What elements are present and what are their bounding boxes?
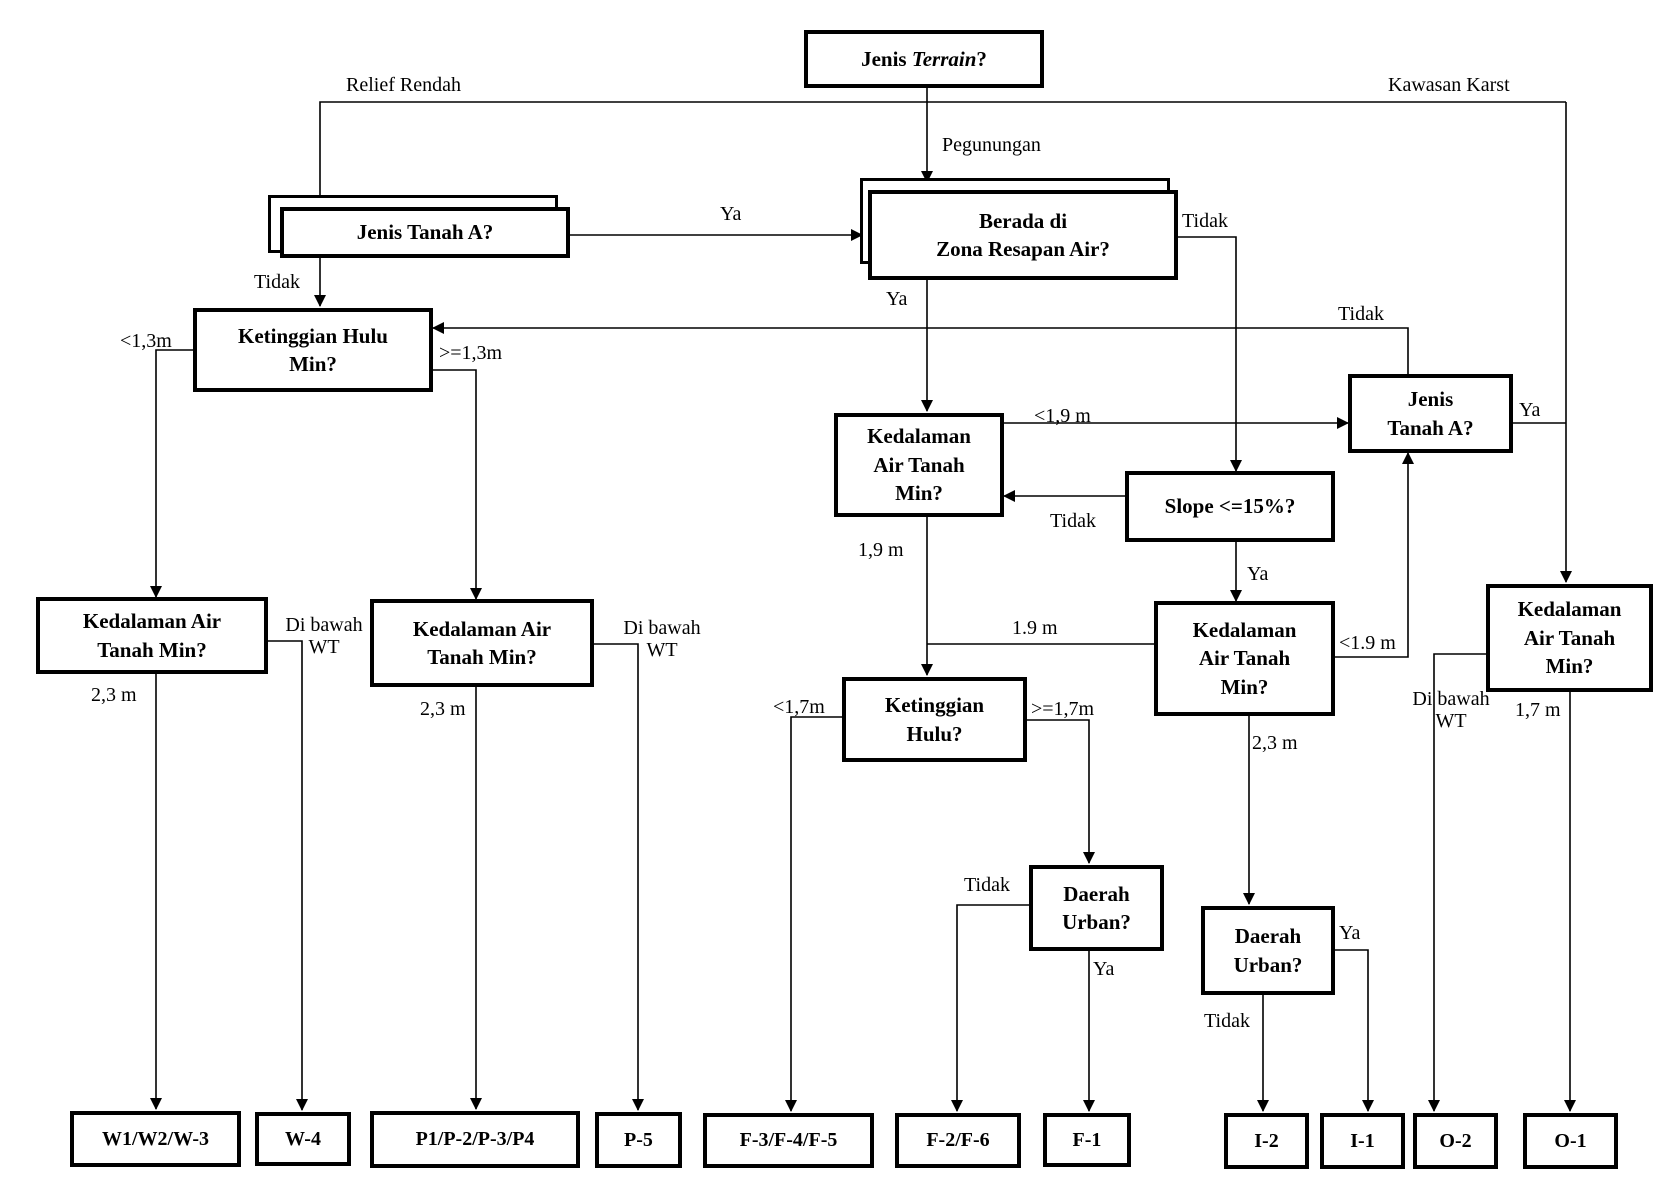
node-daerah-urban-f: Daerah Urban? <box>1029 865 1164 951</box>
edge-i-lt19 <box>1335 452 1414 658</box>
label-relief-rendah: Relief Rendah <box>346 74 461 96</box>
label-17-o: 1,7 m <box>1515 699 1561 721</box>
leaf-f2-f6: F-2/F-6 <box>895 1113 1021 1168</box>
label-23-i: 2,3 m <box>1252 732 1298 754</box>
node-daerah-urban-i: Daerah Urban? <box>1201 906 1335 995</box>
leaf-i1: I-1 <box>1320 1113 1405 1169</box>
leaf-p5: P-5 <box>595 1112 682 1168</box>
label-kawasan-karst: Kawasan Karst <box>1388 74 1510 96</box>
leaf-o1: O-1 <box>1523 1113 1618 1169</box>
edge-zona-tidak <box>1178 236 1242 472</box>
edge-relief-rendah <box>314 101 1566 207</box>
label-tidak-soil-left: Tidak <box>254 271 300 293</box>
node-kedalaman-w: Kedalaman Air Tanah Min? <box>36 597 268 674</box>
label-di-bawah-wt-w: Di bawah WT <box>285 614 363 658</box>
label-ya-soil-zona: Ya <box>720 203 742 225</box>
node-kedalaman-center: Kedalaman Air Tanah Min? <box>834 413 1004 517</box>
label-19-i: 1.9 m <box>1012 617 1058 639</box>
node-zona-resapan: Berada di Zona Resapan Air? <box>868 190 1178 280</box>
label-ya-zona: Ya <box>886 288 908 310</box>
label-tidak-urban-i: Tidak <box>1204 1010 1250 1032</box>
leaf-f3-f4-f5: F-3/F-4/F-5 <box>703 1113 874 1168</box>
edge-soil-right-tidak <box>432 322 1409 374</box>
edge-urban-i-ya <box>1335 949 1374 1112</box>
label-lt-13: <1,3m <box>120 330 172 352</box>
edge-f-ge17 <box>1027 719 1095 864</box>
edge-f-lt17 <box>785 716 842 1112</box>
node-ketinggian-hulu-f: Ketinggian Hulu? <box>842 677 1027 762</box>
node-kedalaman-o: Kedalaman Air Tanah Min? <box>1486 584 1653 692</box>
node-jenis-terrain: Jenis Terrain? <box>804 30 1044 88</box>
label-di-bawah-wt-p: Di bawah WT <box>623 617 701 661</box>
node-jenis-tanah-a-right: Jenis Tanah A? <box>1348 374 1513 453</box>
label-23-w: 2,3 m <box>91 684 137 706</box>
label-pegunungan: Pegunungan <box>942 134 1041 156</box>
node-slope: Slope <=15%? <box>1125 471 1335 542</box>
edge-hulu-ge13 <box>433 369 482 600</box>
edge-hulu-lt13 <box>150 349 193 598</box>
label-di-bawah-wt-o: Di bawah WT <box>1412 688 1490 732</box>
label-ge-13: >=1,3m <box>439 342 503 364</box>
leaf-f1: F-1 <box>1043 1113 1131 1167</box>
node-jenis-tanah-a-left: Jenis Tanah A? <box>280 207 570 258</box>
label-ya-slope: Ya <box>1247 563 1269 585</box>
label-tidak-urban-f: Tidak <box>964 874 1010 896</box>
label-lt-17: <1,7m <box>773 696 825 718</box>
label-lt-19-i: <1.9 m <box>1339 632 1396 654</box>
edge-urban-f-tidak <box>951 904 1029 1112</box>
leaf-o2: O-2 <box>1413 1113 1498 1169</box>
label-ge-17: >=1,7m <box>1031 698 1095 720</box>
leaf-w4: W-4 <box>255 1112 351 1166</box>
edge-p-wt <box>594 643 644 1111</box>
edge-o-wt <box>1428 653 1486 1112</box>
node-kedalaman-i: Kedalaman Air Tanah Min? <box>1154 601 1335 716</box>
label-23-p: 2,3 m <box>420 698 466 720</box>
label-tidak-soil-right: Tidak <box>1338 303 1384 325</box>
leaf-w1-w2-w3: W1/W2/W-3 <box>70 1111 241 1167</box>
label-tidak-zona: Tidak <box>1182 210 1228 232</box>
label-lt-19-center: <1,9 m <box>1034 405 1091 427</box>
leaf-i2: I-2 <box>1224 1113 1309 1169</box>
label-ya-urban-i: Ya <box>1339 922 1361 944</box>
edge-w-wt <box>268 640 308 1111</box>
node-kedalaman-p: Kedalaman Air Tanah Min? <box>370 599 594 687</box>
node-ketinggian-hulu-min: Ketinggian Hulu Min? <box>193 308 433 392</box>
leaf-p1-p4: P1/P-2/P-3/P4 <box>370 1111 580 1168</box>
label-ya-urban-f: Ya <box>1093 958 1115 980</box>
label-19-center: 1,9 m <box>858 539 904 561</box>
label-tidak-slope: Tidak <box>1050 510 1096 532</box>
label-ya-soil-right: Ya <box>1519 399 1541 421</box>
